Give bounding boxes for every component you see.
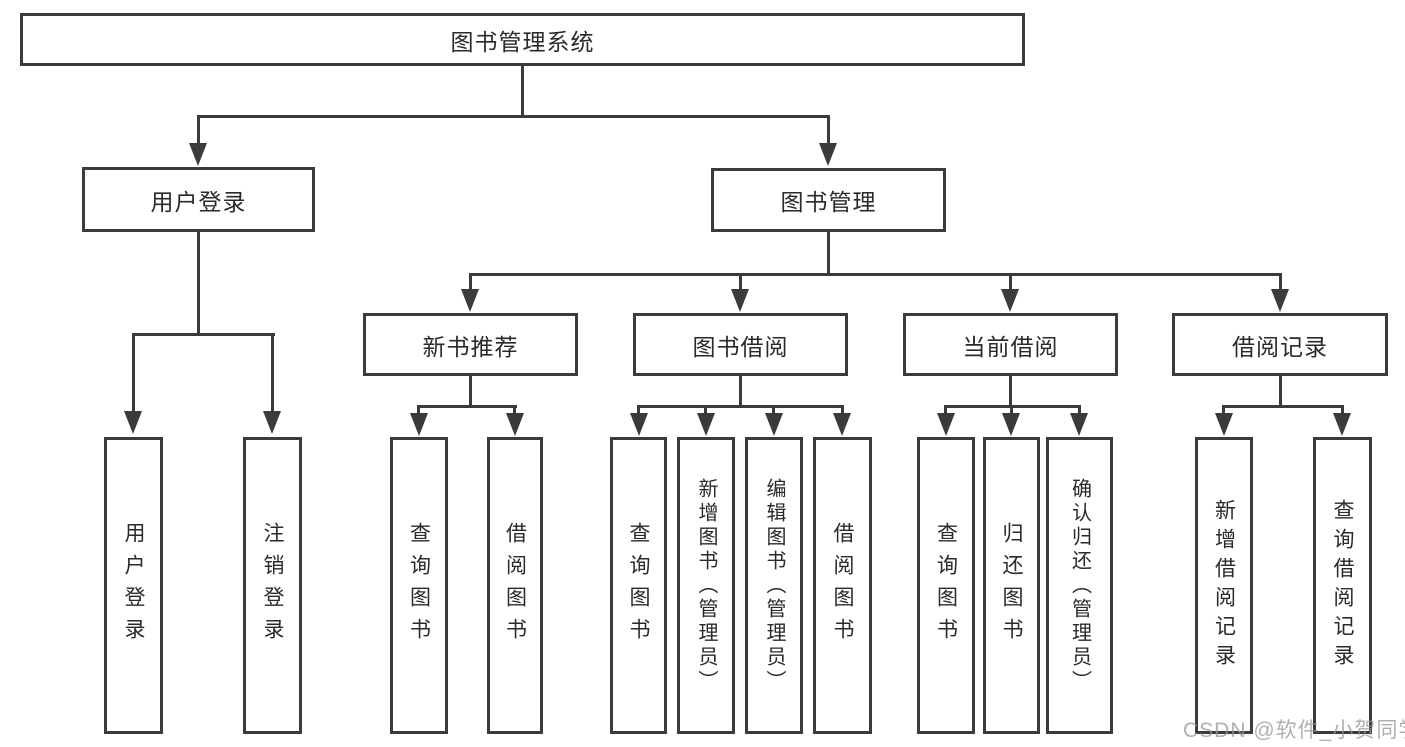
connector [704,408,707,416]
connector [772,408,775,416]
leaf-query-books-current: 查询图书 [917,437,975,734]
leaf-edit-books-admin: 编辑图书（管理员） [745,437,803,734]
node-label: 注销登录 [261,521,284,650]
node-label: 用户登录 [122,521,145,650]
connector [197,118,200,146]
arrowhead-icon [1070,413,1088,436]
node-label: 编辑图书（管理员） [763,477,785,694]
leaf-query-books-borrowing: 查询图书 [610,437,667,734]
node-book-borrowing: 图书借阅 [633,313,848,376]
node-label: 确认归还（管理员） [1068,477,1091,694]
connector [827,118,830,146]
node-current-borrowing: 当前借阅 [903,313,1118,376]
leaf-confirm-return-admin: 确认归还（管理员） [1046,437,1113,734]
leaf-query-borrow-record: 查询借阅记录 [1313,437,1372,734]
arrowhead-icon [765,413,783,436]
arrowhead-icon [410,413,428,436]
arrowhead-icon [937,413,955,436]
connector [841,408,844,416]
csdn-watermark: CSDN @软件_小贺同学 [1183,719,1405,742]
arrowhead-icon [1333,413,1351,436]
connector [271,336,274,413]
connector [1009,276,1012,291]
connector [1222,405,1344,408]
node-label: 图书管理 [780,189,877,215]
node-label: 借阅记录 [1232,333,1328,360]
arrowhead-icon [819,143,837,166]
arrowhead-icon [1001,289,1019,312]
connector [1279,376,1282,408]
leaf-borrow-books: 借阅图书 [813,437,872,734]
leaf-borrow-books-recommend: 借阅图书 [487,437,543,734]
node-label: 借阅图书 [831,521,854,650]
connector [637,408,640,416]
node-label: 新增借阅记录 [1212,498,1236,673]
node-book-management: 图书管理 [711,168,946,232]
connector [469,273,1282,276]
node-label: 用户登录 [150,188,247,215]
leaf-return-books: 归还图书 [983,437,1040,734]
arrowhead-icon [833,413,851,436]
arrowhead-icon [506,413,524,436]
connector [132,336,135,413]
leaf-add-books-admin: 新增图书（管理员） [677,437,735,734]
connector [469,376,472,408]
node-new-book-recommend: 新书推荐 [363,313,578,376]
node-label: 查询图书 [407,521,431,650]
arrowhead-icon [697,413,715,436]
connector [417,408,420,416]
connector [944,405,1081,408]
connector [1279,276,1282,291]
arrowhead-icon [1271,289,1289,312]
connector [944,408,947,416]
arrowhead-icon [731,289,749,312]
arrowhead-icon [189,143,207,166]
node-label: 图书管理系统 [450,28,595,55]
node-label: 图书借阅 [692,333,789,360]
connector [1341,408,1344,416]
leaf-query-books-recommend: 查询图书 [390,437,448,734]
connector [1009,376,1012,408]
connector [827,232,830,276]
arrowhead-icon [263,411,281,434]
node-label: 新增图书（管理员） [695,477,717,694]
node-label: 查询图书 [934,521,958,650]
leaf-user-login: 用户登录 [104,437,163,734]
arrowhead-icon [1215,413,1233,436]
node-user-login: 用户登录 [82,167,315,232]
connector [132,333,275,336]
arrowhead-icon [124,411,142,434]
connector [637,405,844,408]
arrowhead-icon [1002,413,1020,436]
connector [1222,408,1225,416]
node-label: 当前借阅 [962,333,1059,360]
node-label: 借阅图书 [503,521,527,650]
connector [513,408,516,416]
arrowhead-icon [630,413,648,436]
connector [739,276,742,291]
node-label: 归还图书 [1000,521,1023,650]
connector [521,66,524,118]
node-label: 查询图书 [627,521,650,650]
leaf-logout: 注销登录 [243,437,302,734]
connector [1078,408,1081,416]
arrowhead-icon [461,289,479,312]
leaf-add-borrow-record: 新增借阅记录 [1195,437,1253,734]
connector [197,232,200,336]
connector [1010,408,1013,416]
connector [469,276,472,291]
node-label: 查询借阅记录 [1331,498,1354,673]
node-library-management-system: 图书管理系统 [20,13,1025,66]
connector [197,115,830,118]
node-label: 新书推荐 [422,333,519,360]
connector [739,376,742,408]
node-borrowing-records: 借阅记录 [1172,313,1388,376]
connector [417,405,517,408]
